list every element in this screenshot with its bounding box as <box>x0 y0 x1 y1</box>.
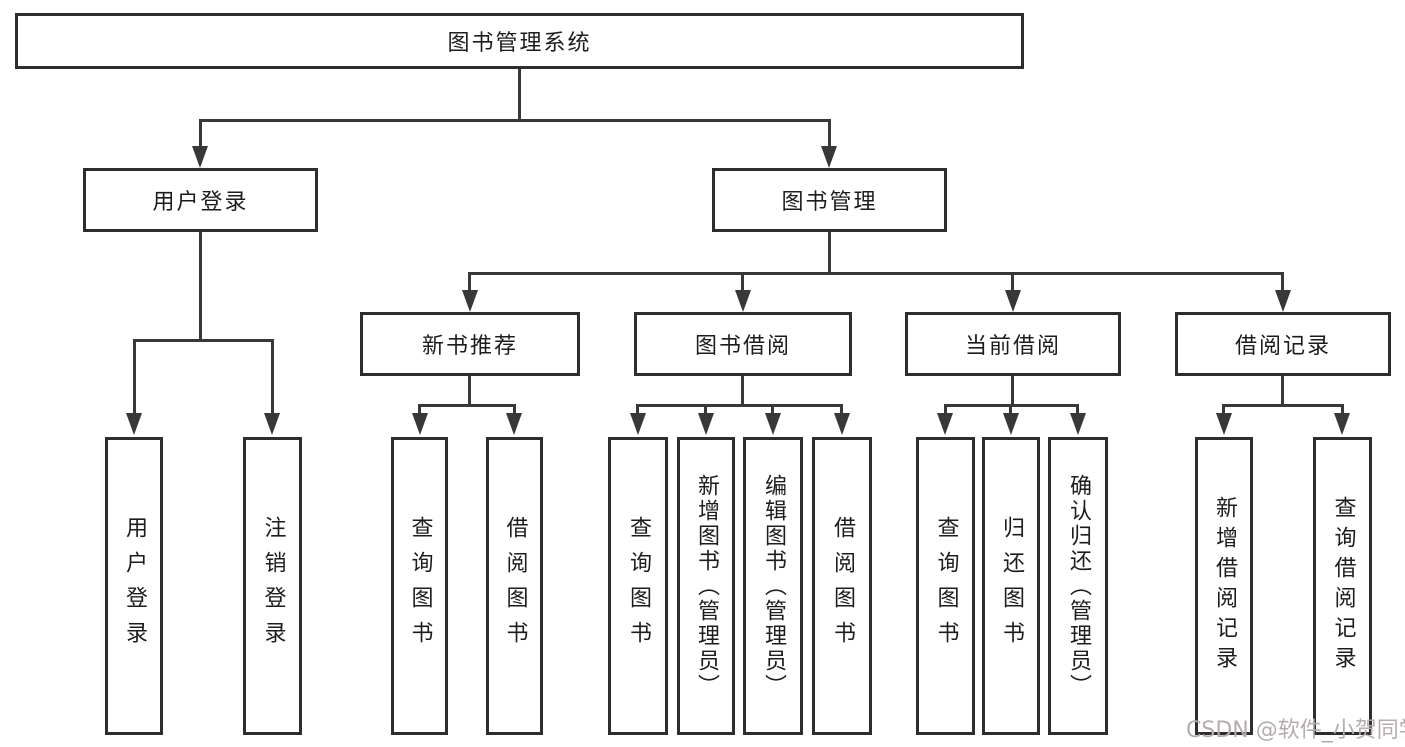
connector-current-borrow-stem <box>1011 376 1014 406</box>
leaf-query-borrow-record-label: 查询借阅记录 <box>1330 496 1356 676</box>
connector-current-borrow-child1-drop <box>944 404 947 415</box>
leaf-query-books-current-label: 查询图书 <box>933 516 959 656</box>
node-book-mgmt: 图书管理 <box>712 168 947 232</box>
leaf-query-books-current: 查询图书 <box>916 437 975 735</box>
leaf-borrow-books-borrow-label: 借阅图书 <box>830 516 855 656</box>
leaf-query-books-newbooks: 查询图书 <box>391 437 448 735</box>
arrow-to-leaf-confirm-return <box>1070 413 1086 435</box>
arrow-to-leaf-borrow-books-2 <box>834 413 850 435</box>
arrow-to-leaf-add-books <box>698 413 714 435</box>
connector-book-borrow-child1-drop <box>636 404 639 415</box>
arrow-to-current-borrow <box>1005 290 1021 312</box>
leaf-user-login: 用户登录 <box>105 437 163 735</box>
arrow-to-leaf-user-login <box>126 413 142 435</box>
leaf-query-borrow-record: 查询借阅记录 <box>1313 437 1372 735</box>
connector-user-login-child1-drop <box>133 339 136 415</box>
connector-borrow-records-stem <box>1281 376 1284 406</box>
arrow-to-borrow-records <box>1275 290 1291 312</box>
connector-borrow-records-child2-drop <box>1341 404 1344 415</box>
connector-borrow-records-child1-drop <box>1222 404 1225 415</box>
connector-book-mgmt-branch <box>468 272 1282 275</box>
node-current-borrow: 当前借阅 <box>905 312 1121 376</box>
connector-user-login-stem <box>199 232 202 341</box>
node-user-login: 用户登录 <box>83 168 318 232</box>
arrow-to-leaf-query-books-2 <box>630 413 646 435</box>
leaf-edit-books-admin: 编辑图书（管理员） <box>743 437 803 735</box>
arrow-to-leaf-edit-books <box>765 413 781 435</box>
arrow-to-leaf-query-books-3 <box>937 413 953 435</box>
arrow-to-book-mgmt <box>821 146 837 168</box>
leaf-confirm-return-admin: 确认归还（管理员） <box>1048 437 1108 735</box>
connector-user-login-branch <box>133 339 274 342</box>
connector-book-borrow-stem <box>741 376 744 406</box>
leaf-logout-label: 注销登录 <box>260 516 286 656</box>
node-borrow-records: 借阅记录 <box>1175 312 1391 376</box>
connector-current-borrow-child3-drop <box>1076 404 1079 415</box>
node-root: 图书管理系统 <box>15 13 1024 69</box>
connector-book-mgmt-drop <box>828 119 831 148</box>
arrow-to-leaf-add-record <box>1216 413 1232 435</box>
arrow-to-leaf-borrow-books-1 <box>506 413 522 435</box>
connector-new-books-branch <box>418 404 516 407</box>
csdn-watermark: CSDN @软件_小贺同学 <box>1186 718 1405 743</box>
connector-book-borrow-child3-drop <box>771 404 774 415</box>
arrow-to-user-login <box>192 146 208 168</box>
connector-book-borrow-child4-drop <box>840 404 843 415</box>
leaf-add-books-admin: 新增图书（管理员） <box>677 437 735 735</box>
leaf-confirm-return-admin-label: 确认归还（管理员） <box>1066 473 1091 699</box>
connector-root-stem <box>518 69 521 120</box>
leaf-return-books: 归还图书 <box>982 437 1040 735</box>
connector-book-borrow-branch <box>636 404 843 407</box>
leaf-user-login-label: 用户登录 <box>122 516 147 656</box>
connector-book-mgmt-stem <box>828 232 831 274</box>
connector-current-borrow-child2-drop <box>1009 404 1012 415</box>
connector-new-books-child1-drop <box>418 404 421 415</box>
leaf-add-borrow-record: 新增借阅记录 <box>1195 437 1253 735</box>
node-book-borrow: 图书借阅 <box>634 312 852 376</box>
leaf-borrow-books-newbooks: 借阅图书 <box>486 437 543 735</box>
connector-new-books-stem <box>468 376 471 406</box>
arrow-to-leaf-query-record <box>1334 413 1350 435</box>
connector-borrow-records-drop <box>1281 272 1284 292</box>
arrow-to-leaf-return-books <box>1003 413 1019 435</box>
leaf-query-books-newbooks-label: 查询图书 <box>407 516 433 656</box>
node-new-books: 新书推荐 <box>360 312 580 376</box>
connector-book-borrow-drop <box>741 272 744 292</box>
leaf-query-books-borrow-label: 查询图书 <box>626 516 651 656</box>
leaf-edit-books-admin-label: 编辑图书（管理员） <box>761 473 786 699</box>
arrow-to-leaf-query-books-1 <box>412 413 428 435</box>
arrow-to-leaf-logout <box>264 413 280 435</box>
leaf-query-books-borrow: 查询图书 <box>608 437 668 735</box>
arrow-to-new-books <box>462 290 478 312</box>
leaf-borrow-books-newbooks-label: 借阅图书 <box>502 516 528 656</box>
connector-user-login-drop <box>199 119 202 148</box>
arrow-to-book-borrow <box>735 290 751 312</box>
connector-user-login-child2-drop <box>271 339 274 415</box>
connector-root-branch <box>199 119 831 122</box>
connector-new-books-drop <box>468 272 471 292</box>
connector-current-borrow-drop <box>1011 272 1014 292</box>
leaf-logout: 注销登录 <box>243 437 302 735</box>
leaf-borrow-books-borrow: 借阅图书 <box>812 437 872 735</box>
connector-book-borrow-child2-drop <box>704 404 707 415</box>
leaf-return-books-label: 归还图书 <box>999 516 1024 656</box>
connector-new-books-child2-drop <box>513 404 516 415</box>
connector-borrow-records-branch <box>1223 404 1343 407</box>
leaf-add-borrow-record-label: 新增借阅记录 <box>1212 496 1237 676</box>
leaf-add-books-admin-label: 新增图书（管理员） <box>694 473 719 699</box>
